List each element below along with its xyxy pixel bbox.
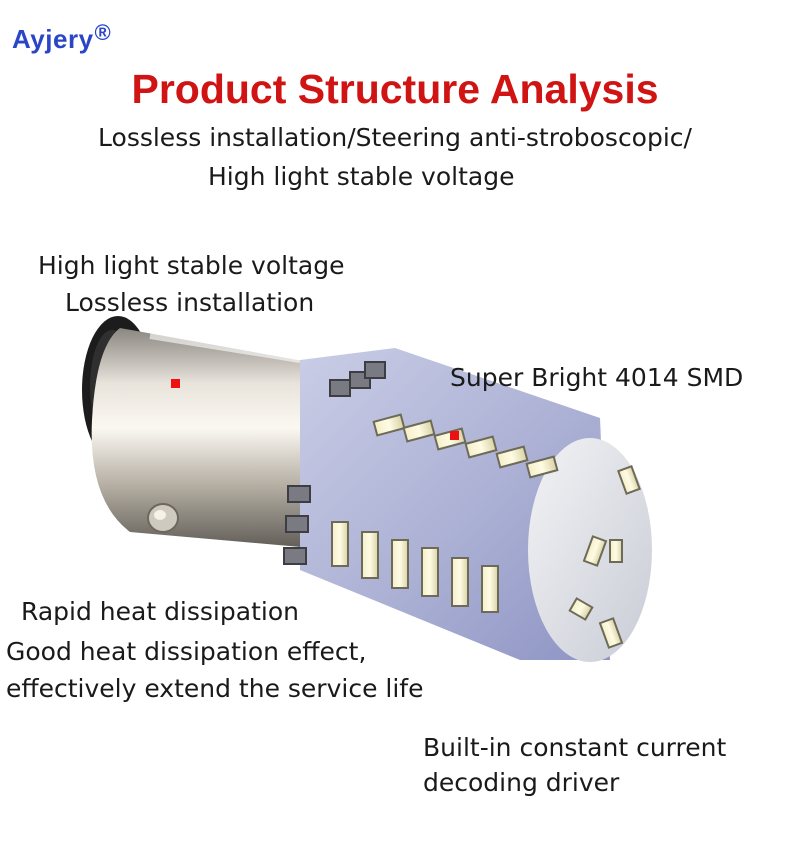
callout-smd: Super Bright 4014 SMD: [450, 363, 744, 392]
callout-base-line-1: High light stable voltage: [38, 251, 345, 280]
brand-name: Ayjery: [12, 24, 94, 54]
callout-driver-line-2: decoding driver: [423, 768, 620, 797]
led-chips-front: [331, 521, 499, 613]
led-bulb-illustration: [82, 316, 652, 662]
callout-heat-line-1: Rapid heat dissipation: [21, 597, 299, 626]
callout-heat-line-3: effectively extend the service life: [6, 674, 424, 703]
subtitle-line-2: High light stable voltage: [208, 162, 515, 191]
callout-base-line-2: Lossless installation: [65, 288, 315, 317]
solder-tabs: [283, 361, 386, 565]
brand-logo: Ayjery®: [12, 20, 111, 55]
registered-mark: ®: [94, 20, 112, 45]
page-title: Product Structure Analysis: [131, 66, 659, 112]
subtitle-line-1: Lossless installation/Steering anti-stro…: [98, 123, 692, 152]
base-marker-dot: [171, 379, 180, 388]
callout-heat-line-2: Good heat dissipation effect,: [6, 637, 367, 666]
bulb-metal-base: [91, 328, 335, 550]
smd-marker-dot: [450, 431, 459, 440]
callout-driver-line-1: Built-in constant current: [423, 733, 727, 762]
led-chips-cap: [568, 465, 641, 649]
